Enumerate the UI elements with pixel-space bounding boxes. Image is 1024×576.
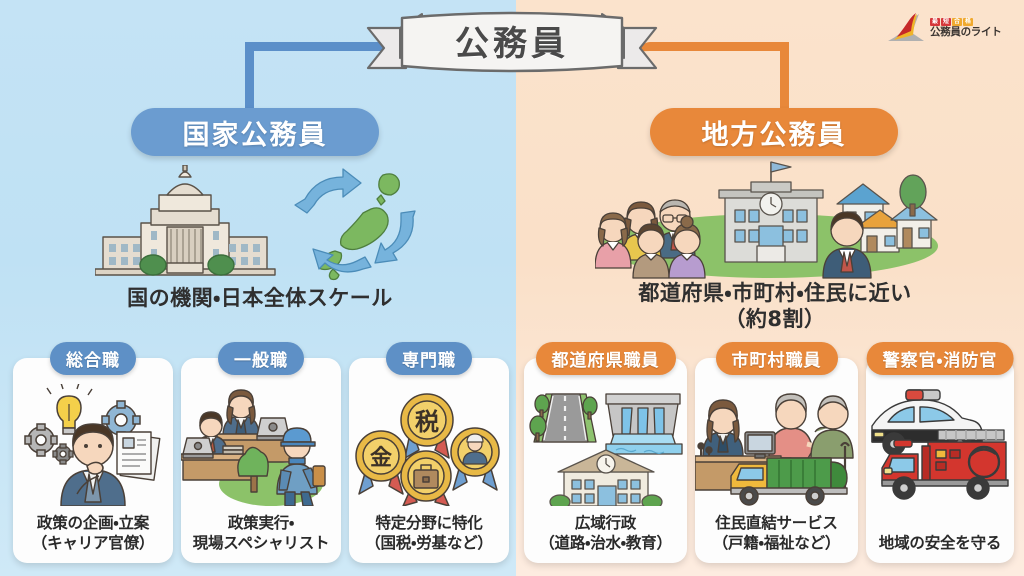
card-senmonshoku[interactable]: 専門職 税 金 [349, 342, 509, 563]
card-badge-police-fire: 警察官・消防官 [866, 342, 1014, 375]
circular-arrows-icon [294, 168, 416, 273]
logo-text-block: 最 短 合 格 公務員のライト [930, 18, 1002, 39]
card-badge-label: 総合職 [66, 351, 120, 371]
laptop-icon [256, 417, 290, 441]
road-icon [529, 393, 598, 443]
card-art-municipality [695, 384, 858, 506]
card-art-senmonshoku: 税 金 [349, 384, 509, 506]
logo-badge-4: 格 [963, 18, 974, 27]
city-hall-icon [718, 161, 824, 263]
logo-brand-name: 公務員のライト [930, 26, 1002, 39]
logo-mark-icon [886, 11, 926, 45]
lightbulb-icon [46, 384, 93, 435]
card-caption-sogoshoku: 政策の企画・立案 （キャリア官僚） [13, 513, 173, 553]
banner-main-body [400, 11, 624, 73]
brand-logo[interactable]: 最 短 合 格 公務員のライト [886, 6, 1016, 50]
branch-pill-national-label: 国家公務員 [182, 119, 328, 151]
thinking-person-icon [60, 423, 126, 506]
logo-badges: 最 短 合 格 [930, 18, 974, 27]
logo-badge-1: 最 [930, 18, 941, 27]
medal-inspector-icon [450, 427, 500, 491]
fire-truck-icon [881, 429, 1009, 500]
card-municipality-staff[interactable]: 市町村職員 [695, 342, 858, 563]
school-building-icon [549, 449, 663, 506]
card-badge-prefecture: 都道府県職員 [535, 342, 676, 375]
card-badge-label: 都道府県職員 [551, 351, 660, 371]
card-art-police-fire [866, 384, 1014, 506]
card-caption-line1: 政策の企画・立案 [36, 513, 150, 532]
illustration-national [95, 165, 425, 283]
card-sogoshoku[interactable]: 総合職 [13, 342, 173, 563]
illustration-local [595, 160, 945, 280]
card-ippanshoku[interactable]: 一般職 [181, 342, 341, 563]
connector-line-local [640, 42, 789, 127]
card-caption-line1: 地域の安全を守る [878, 533, 1002, 552]
document-icon [116, 431, 161, 481]
card-badge-label: 市町村職員 [731, 351, 822, 371]
card-caption-municipality: 住民直結サービス （戸籍・福祉など） [695, 513, 858, 553]
caption-national: 国の機関・日本全体スケール [127, 286, 393, 310]
card-caption-line1: 住民直結サービス [715, 513, 838, 532]
card-caption-ippanshoku: 政策実行・ 現場スペシャリスト [181, 513, 341, 553]
medal-money-label: 金 [370, 446, 392, 471]
card-caption-line1: 広域行政 [574, 513, 637, 532]
card-badge-senmonshoku: 専門職 [386, 342, 472, 375]
card-art-sogoshoku [13, 384, 173, 506]
laptop-icon-2 [182, 437, 214, 459]
card-badge-label: 警察官・消防官 [882, 351, 998, 371]
ladder-icon [937, 429, 1005, 441]
branch-pill-local[interactable]: 地方公務員 [650, 108, 898, 156]
connector-line-national [245, 42, 394, 127]
card-caption-line2: （キャリア官僚） [31, 533, 155, 552]
branch-pill-local-label: 地方公務員 [701, 119, 847, 151]
gear-icon-small [52, 443, 74, 465]
local-staff-icon [822, 211, 872, 279]
card-caption-line2: （戸籍・福祉など） [712, 533, 841, 552]
card-caption-line2: （道路・治水・教育） [539, 533, 672, 552]
caption-local-line1: 都道府県・市町村・住民に近い [638, 281, 912, 305]
card-caption-prefecture: 広域行政 （道路・治水・教育） [524, 513, 687, 553]
garbage-truck-icon [730, 457, 848, 506]
banner-label: 公務員 [362, 6, 662, 78]
card-caption-line2: （国税・労基など） [365, 533, 493, 552]
dam-icon [605, 393, 683, 455]
medal-tax-label: 税 [415, 408, 439, 436]
gear-icon-gray-large [24, 423, 58, 457]
card-caption-senmonshoku: 特定分野に特化 （国税・労基など） [349, 513, 509, 553]
tree-icon [237, 446, 269, 493]
medal-tax-icon: 税 [400, 393, 454, 459]
card-badge-sogoshoku: 総合職 [50, 342, 136, 375]
residents-group-icon [595, 199, 706, 279]
logo-badge-3: 合 [952, 18, 963, 27]
branch-pill-national[interactable]: 国家公務員 [131, 108, 379, 156]
card-badge-municipality: 市町村職員 [715, 342, 838, 375]
card-art-prefecture [524, 384, 687, 506]
card-police-fire[interactable]: 警察官・消防官 [866, 342, 1014, 563]
card-prefecture-staff[interactable]: 都道府県職員 [524, 342, 687, 563]
national-diet-building-icon [95, 165, 276, 276]
card-caption-line2: 現場スペシャリスト [192, 533, 330, 552]
caption-local: 都道府県・市町村・住民に近い （約8割） [570, 281, 980, 332]
medal-briefcase-icon [400, 450, 452, 506]
caption-local-line2: （約8割） [724, 306, 826, 331]
card-badge-label: 専門職 [402, 351, 456, 371]
field-worker-icon [276, 427, 326, 506]
card-caption-police-fire: 地域の安全を守る [866, 533, 1014, 553]
card-badge-label: 一般職 [234, 351, 288, 371]
card-badge-ippanshoku: 一般職 [218, 342, 304, 375]
logo-badge-2: 短 [941, 18, 952, 27]
card-caption-line1: 特定分野に特化 [375, 513, 483, 532]
banner-title-text: 公務員 [455, 23, 569, 64]
card-caption-line1: 政策実行・ [227, 513, 295, 532]
medal-money-icon: 金 [355, 430, 407, 495]
title-banner: 公務員 [362, 6, 662, 78]
card-art-ippanshoku [181, 384, 341, 506]
